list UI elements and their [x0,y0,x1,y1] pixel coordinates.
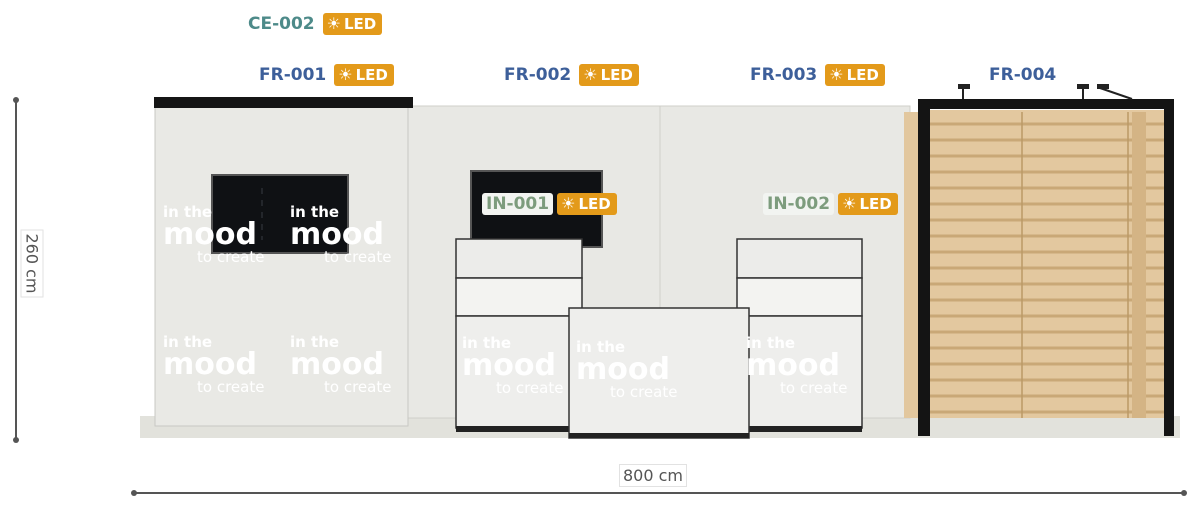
fr-004-frame [918,99,1174,436]
sun-icon: ☀ [583,65,598,84]
brand-fr-001-d: in the mood to create [290,335,391,395]
led-badge: ☀LED [322,13,383,35]
brand-intro: in the [163,203,213,221]
tag-code: FR-001 [255,64,331,86]
sun-icon: ☀ [829,65,844,84]
tag-code: FR-004 [985,64,1061,86]
brand-tagline: to create [496,379,564,397]
brand-word: mood [163,217,257,252]
fr-004-side-slats [904,112,918,418]
brand-intro: in the [290,203,340,221]
brand-in-001: in the mood to create [462,336,563,396]
sun-icon: ☀ [338,65,353,84]
tag-code: IN-001 [482,193,554,215]
wall-fr-001-header [154,97,413,108]
brand-tagline: to create [610,383,678,401]
led-badge: ☀LED [557,193,617,215]
tag-fr-001: FR-001 ☀LED [255,64,394,86]
screen-fr-001 [211,174,349,254]
led-badge: ☀LED [825,64,885,86]
tag-in-001: IN-001 ☀LED [482,193,617,215]
brand-tagline: to create [324,248,392,266]
counter-in-001 [455,238,583,432]
brand-word: mood [576,352,670,387]
tag-code: FR-003 [746,64,822,86]
tag-code: FR-002 [500,64,576,86]
width-label: 800 cm [619,464,688,487]
wall-fr-001 [154,103,409,427]
brand-intro: in the [462,334,512,352]
tag-code: CE-002 [244,13,319,35]
tag-code: IN-002 [763,193,835,215]
tag-fr-003: FR-003 ☀LED [746,64,885,86]
counter-in-002 [736,238,863,432]
brand-center: in the mood to create [576,340,677,400]
brand-word: mood [163,347,257,382]
tag-fr-002: FR-002 ☀LED [500,64,639,86]
led-badge: ☀LED [838,193,898,215]
brand-word: mood [462,348,556,383]
brand-tagline: to create [780,379,848,397]
brand-fr-001-a: in the mood to create [163,205,264,265]
brand-tagline: to create [197,248,265,266]
brand-in-002: in the mood to create [746,336,847,396]
brand-tagline: to create [197,378,265,396]
sun-icon: ☀ [842,194,857,213]
brand-intro: in the [576,338,626,356]
sun-icon: ☀ [561,194,576,213]
sun-icon: ☀ [326,14,341,33]
led-badge: ☀LED [579,64,639,86]
brand-fr-001-c: in the mood to create [163,335,264,395]
brand-word: mood [746,348,840,383]
brand-intro: in the [746,334,796,352]
brand-fr-001-b: in the mood to create [290,205,391,265]
brand-intro: in the [163,333,213,351]
tag-in-002: IN-002 ☀LED [763,193,898,215]
tag-ce-002: CE-002 ☀LED [244,13,383,35]
center-counter [568,307,750,439]
tag-fr-004: FR-004 [985,64,1061,86]
led-badge: ☀LED [334,64,394,86]
spotlight-icons [958,84,1133,100]
fr-004-slats [930,112,1164,418]
brand-word: mood [290,347,384,382]
brand-tagline: to create [324,378,392,396]
fr-004-back [930,110,1164,418]
brand-word: mood [290,217,384,252]
brand-intro: in the [290,333,340,351]
